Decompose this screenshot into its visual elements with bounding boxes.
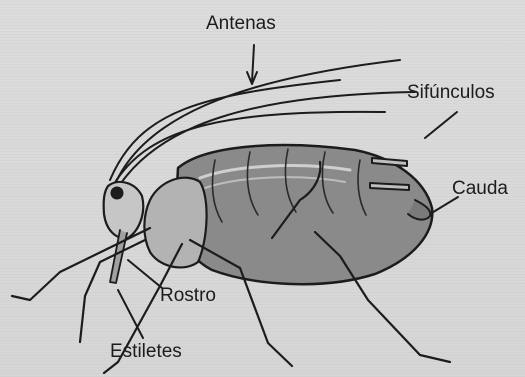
eye xyxy=(111,187,123,199)
label-antenas: Antenas xyxy=(206,14,276,33)
head xyxy=(104,182,144,238)
cauda-pointer xyxy=(430,197,458,214)
sifunculos-pointer xyxy=(425,112,457,138)
antenas-pointer xyxy=(252,45,254,82)
estiletes-pointer xyxy=(118,290,143,338)
rostro-pointer xyxy=(128,260,162,288)
label-estiletes: Estiletes xyxy=(110,342,182,361)
front-leg xyxy=(12,228,150,342)
label-rostro: Rostro xyxy=(160,286,216,305)
thorax xyxy=(144,178,206,268)
label-sifunculos: Sifúnculos xyxy=(407,83,495,102)
label-cauda: Cauda xyxy=(452,179,508,198)
